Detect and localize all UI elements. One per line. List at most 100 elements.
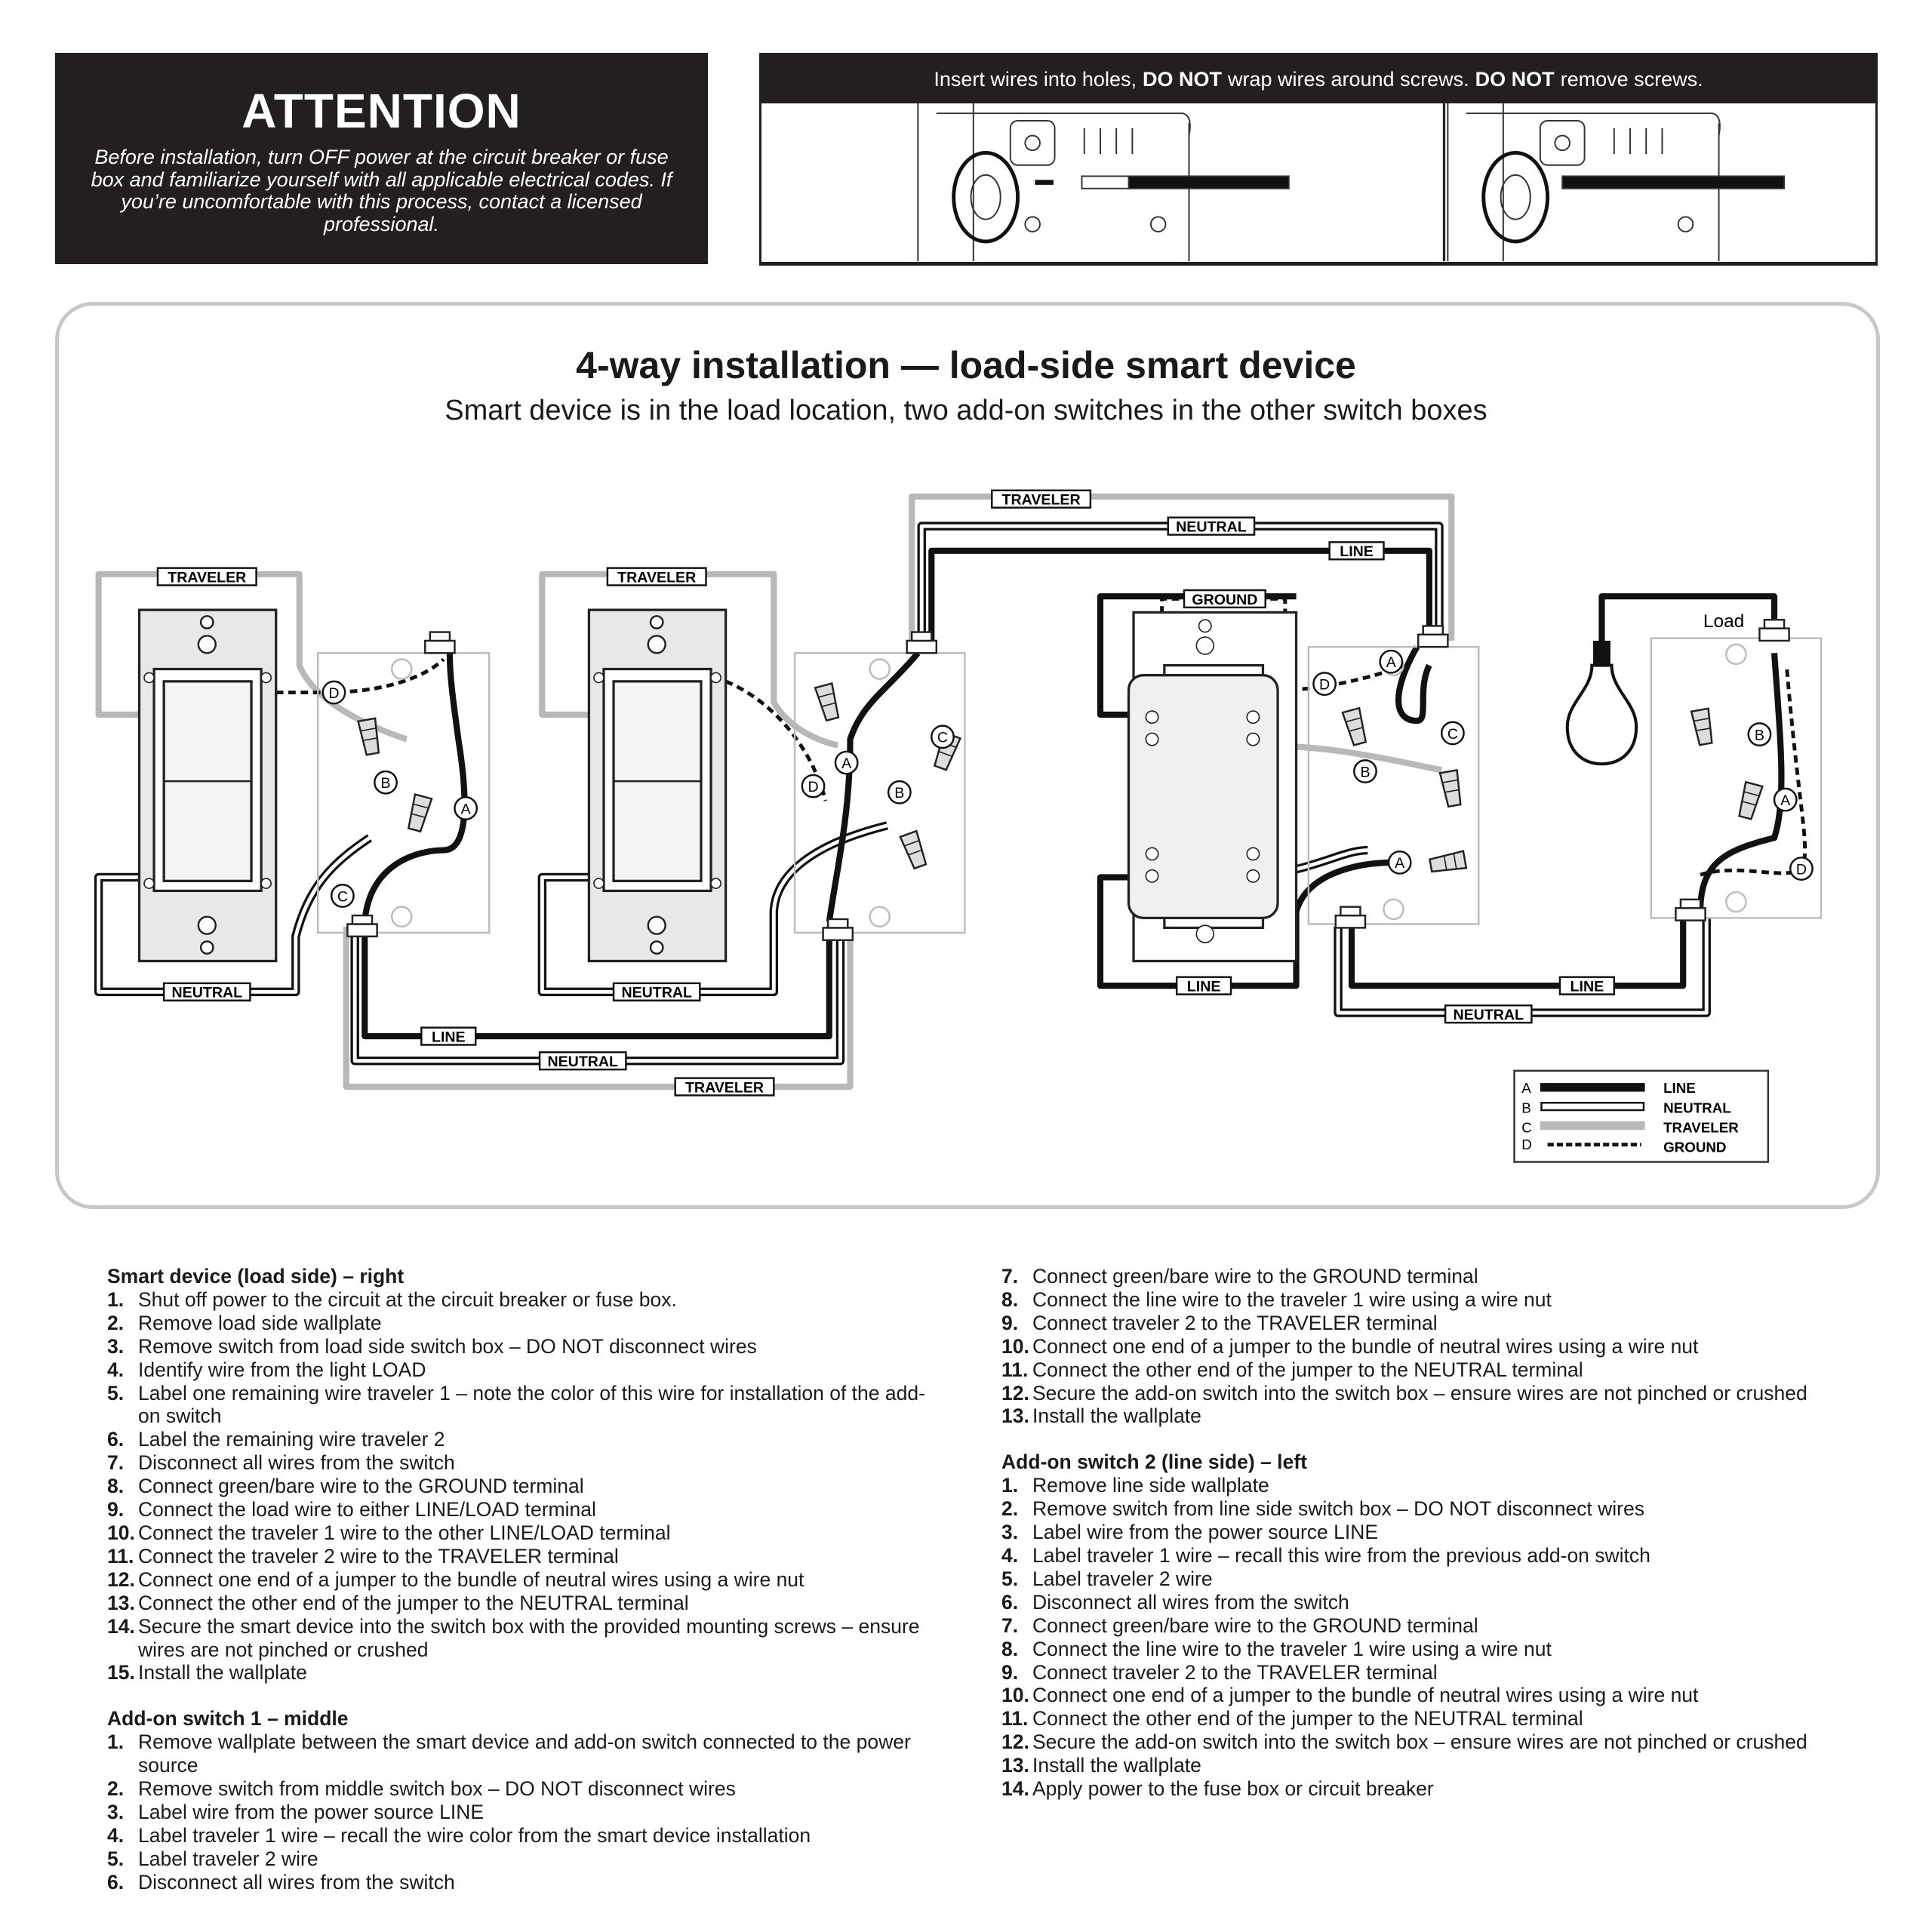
step-text: Label the remaining wire traveler 2	[138, 1428, 445, 1451]
step-text: Connect one end of a jumper to the bundl…	[1032, 1334, 1699, 1358]
step-text: Disconnect all wires from the switch	[138, 1870, 455, 1894]
marker-ground: D	[808, 779, 818, 795]
instruction-step: 2. Remove load side wallplate	[107, 1312, 937, 1335]
step-text: Connect one end of a jumper to the bundl…	[138, 1567, 804, 1591]
step-number: 2.	[107, 1311, 125, 1334]
wire-label-line: LINE	[1340, 543, 1374, 560]
step-number: 4.	[107, 1823, 125, 1847]
step-text: Shut off power to the circuit at the cir…	[138, 1287, 677, 1311]
wire-insert-header: Insert wires into holes, DO NOT wrap wir…	[761, 55, 1875, 103]
step-number: 13.	[1001, 1404, 1029, 1428]
step-text: Disconnect all wires from the switch	[1032, 1590, 1349, 1614]
step-number: 14.	[1001, 1777, 1029, 1801]
legend-swatch-neutral	[1540, 1102, 1645, 1112]
wire-insert-notice: Insert wires into holes, DO NOT wrap wir…	[759, 53, 1878, 266]
wire-label-traveler: TRAVELER	[168, 569, 246, 586]
step-text: Label one remaining wire traveler 1 – no…	[138, 1381, 925, 1428]
step-text: Connect traveler 2 to the TRAVELER termi…	[1032, 1311, 1438, 1334]
instruction-step: 10.Connect one end of a jumper to the bu…	[1001, 1335, 1832, 1358]
attention-body: Before installation, turn OFF power at t…	[91, 146, 672, 235]
marker-line: A	[461, 801, 472, 817]
step-text: Remove load side wallplate	[138, 1311, 382, 1334]
legend-letter: C	[1521, 1119, 1532, 1135]
wire-label-neutral: NEUTRAL	[621, 985, 692, 1001]
step-text: Label wire from the power source LINE	[1032, 1521, 1379, 1544]
instruction-step: 4.Identify wire from the light LOAD	[107, 1358, 937, 1382]
marker-line: A	[1395, 855, 1405, 872]
marker-traveler: C	[1447, 726, 1458, 743]
step-number: 12.	[107, 1567, 135, 1591]
instruction-step: 13.Install the wallplate	[1001, 1754, 1832, 1777]
step-text: Connect the traveler 1 wire to the other…	[138, 1521, 671, 1544]
wires	[94, 493, 1807, 1091]
marker-ground: D	[1319, 676, 1330, 693]
wire-label-neutral: NEUTRAL	[1176, 518, 1247, 535]
instructions-right-column: 7.Connect green/bare wire to the GROUND …	[1001, 1265, 1832, 1823]
step-number: 4.	[107, 1358, 125, 1381]
instruction-step: 1.Shut off power to the circuit at the c…	[107, 1288, 937, 1312]
legend-letter: A	[1521, 1080, 1531, 1096]
instruction-step: 4.Label traveler 1 wire – recall this wi…	[1001, 1544, 1832, 1567]
wire-label-neutral: NEUTRAL	[1453, 1007, 1524, 1023]
step-text: Label traveler 1 wire – recall this wire…	[1032, 1543, 1651, 1567]
wire-labels: TRAVELER NEUTRAL TRAVELER NEUTRAL LINE N…	[156, 489, 1616, 1097]
step-number: 11.	[1001, 1707, 1029, 1730]
step-text: Connect green/bare wire to the GROUND te…	[138, 1475, 584, 1498]
wire-markers: D B A C D A C B D A C B A B A D	[321, 649, 1814, 908]
line-wires	[361, 547, 1785, 1040]
instruction-step: 5.Label traveler 2 wire	[1001, 1567, 1832, 1591]
step-number: 3.	[1001, 1521, 1019, 1544]
step-number: 7.	[107, 1451, 125, 1475]
instruction-step: 8.Connect green/bare wire to the GROUND …	[107, 1475, 937, 1498]
marker-traveler: C	[937, 730, 948, 746]
marker-ground: D	[328, 685, 339, 702]
step-number: 11.	[107, 1544, 134, 1567]
instruction-step: 9. Connect traveler 2 to the TRAVELER ter…	[1001, 1312, 1832, 1335]
instruction-step: 9.Connect the load wire to either LINE/L…	[107, 1498, 937, 1521]
step-text: Connect green/bare wire to the GROUND te…	[1032, 1265, 1478, 1287]
legend-label: GROUND	[1663, 1140, 1726, 1155]
step-text: Remove wallplate between the smart devic…	[138, 1730, 911, 1777]
notice-bold: DO NOT	[1142, 67, 1222, 91]
step-text: Secure the smart device into the switch …	[138, 1614, 920, 1661]
instruction-step: 7.Connect green/bare wire to the GROUND …	[1001, 1265, 1832, 1288]
step-number: 3.	[107, 1800, 125, 1823]
step-number: 2.	[1001, 1497, 1019, 1521]
step-number: 8.	[1001, 1287, 1019, 1311]
step-number: 11.	[1001, 1358, 1029, 1381]
page-title: 4-way installation — load-side smart dev…	[576, 344, 1356, 386]
step-number: 3.	[107, 1334, 125, 1358]
step-text: Connect one end of a jumper to the bundl…	[1032, 1684, 1699, 1707]
step-number: 2.	[107, 1777, 125, 1801]
step-text: Label traveler 2 wire	[138, 1847, 318, 1870]
instruction-step: 10.Connect one end of a jumper to the bu…	[1001, 1684, 1832, 1707]
legend-letter: D	[1521, 1137, 1532, 1152]
step-text: Label wire from the power source LINE	[138, 1800, 485, 1823]
add-on-switch-1-middle	[587, 608, 728, 963]
step-number: 9.	[1001, 1311, 1019, 1334]
step-text: Remove line side wallplate	[1032, 1474, 1269, 1497]
marker-ground: D	[1796, 861, 1807, 878]
step-text: Connect the line wire to the traveler 1 …	[1032, 1287, 1552, 1311]
instruction-step: 7.Disconnect all wires from the switch	[107, 1451, 937, 1475]
step-number: 10.	[107, 1521, 135, 1544]
instruction-step: 5.Label one remaining wire traveler 1 – …	[107, 1382, 937, 1429]
wire-label-line: LINE	[1187, 978, 1221, 995]
step-text: Connect the load wire to either LINE/LOA…	[138, 1498, 596, 1521]
insert-wire-illustration	[917, 103, 1786, 262]
legend-label: LINE	[1663, 1080, 1696, 1096]
wire-label-traveler: TRAVELER	[685, 1079, 764, 1096]
instruction-step: 11.Connect the other end of the jumper t…	[1001, 1707, 1832, 1730]
instruction-step: 6.Label the remaining wire traveler 2	[107, 1428, 937, 1451]
step-number: 12.	[1001, 1730, 1029, 1754]
instruction-step: 7.Connect green/bare wire to the GROUND …	[1001, 1614, 1832, 1638]
instruction-step: 10.Connect the traveler 1 wire to the ot…	[107, 1521, 937, 1545]
marker-line: A	[1780, 792, 1791, 809]
marker-neutral: B	[380, 775, 390, 792]
instruction-step: 4.Label traveler 1 wire – recall the wir…	[107, 1824, 937, 1847]
step-text: Remove switch from middle switch box – D…	[138, 1777, 736, 1801]
wire-nuts	[346, 618, 1790, 941]
switch-boxes	[316, 637, 1823, 934]
step-text: Connect the line wire to the traveler 1 …	[1032, 1637, 1552, 1660]
step-number: 9.	[1001, 1660, 1019, 1684]
